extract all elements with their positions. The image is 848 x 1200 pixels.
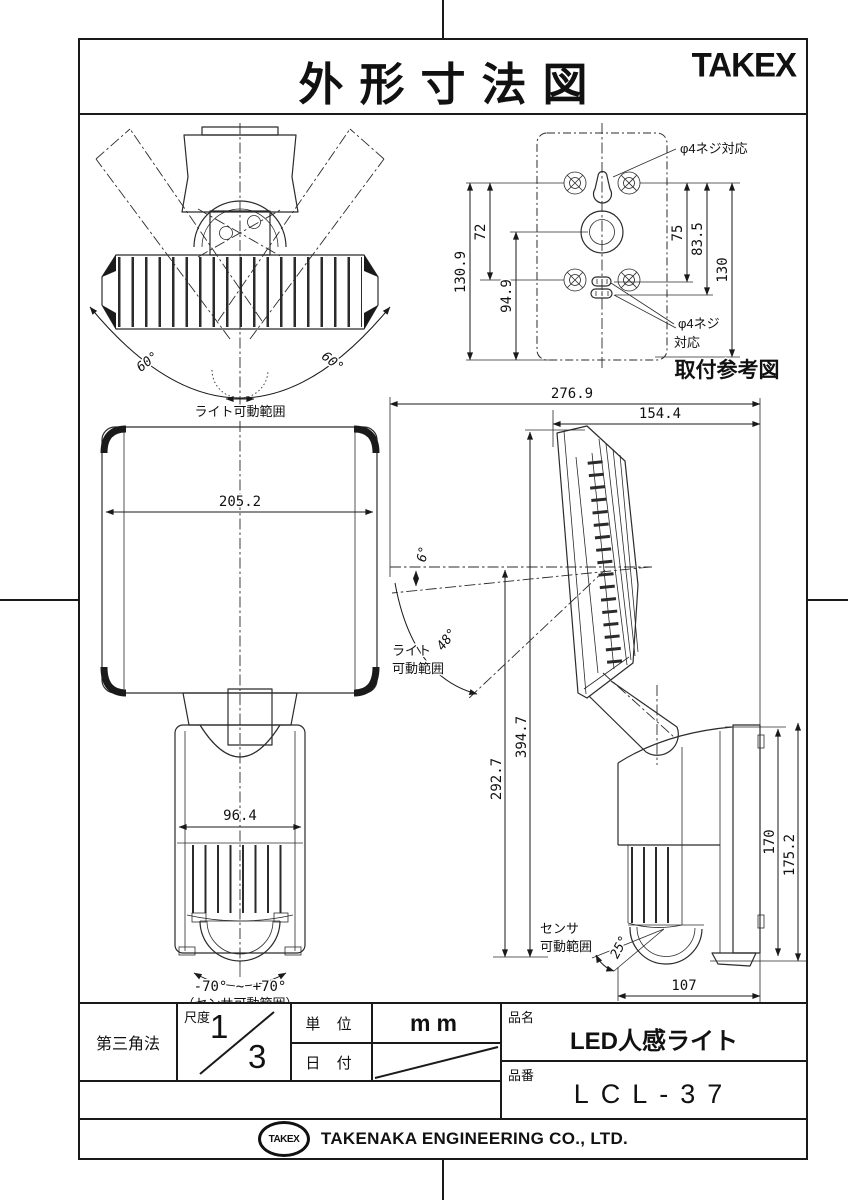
unit-value-cell: mm [373,1004,500,1044]
dim-tilt-down: 48° [434,626,460,654]
part-number-label: 品番 [508,1068,535,1083]
screw-slot-1 [591,276,612,287]
title-band: 外形寸法図 TAKEX [80,40,806,115]
dim-head-depth: 154.4 [639,406,681,422]
page-title: 外形寸法図 [298,59,604,110]
side-view: 276.9 154.4 [389,385,806,1002]
dim-mount-right-outer: 130 [715,257,731,282]
company-name: TAKENAKA ENGINEERING CO., LTD. [320,1129,629,1148]
date-blank-slash [374,1046,499,1079]
scale-cell: 尺度 1 3 [178,1004,292,1082]
register-mark-bottom [442,1158,444,1200]
dim-tilt-up: 6° [415,545,433,563]
screw-slot-2 [590,288,613,299]
product-name-label: 品名 [508,1010,535,1025]
dim-body-h2: 175.2 [782,834,798,876]
takex-oval-logo: TAKEX [257,1121,310,1157]
dim-body-depth: 107 [671,978,696,994]
sensor-range-label-1: センサ [540,921,579,936]
dim-mount-right-inner: 75 [670,225,686,242]
dim-total-height: 394.7 [514,716,530,758]
footer-band: TAKEX TAKENAKA ENGINEERING CO., LTD. [80,1120,806,1158]
register-mark-left [0,599,80,601]
register-mark-right [806,599,848,601]
front-view: 205.2 96.4 -70° ~ +70° [100,421,380,1002]
projection-label: 第三角法 [95,1036,160,1053]
dim-body-h1: 170 [762,829,778,854]
screw-note-bottom-1: φ4ネジ [678,316,720,331]
product-name-cell: 品名 LED人感ライト [500,1004,806,1062]
top-caption: ライト可動範囲 [194,404,285,419]
top-angle-left: 60° [134,349,162,375]
light-range-label-1: ライト [392,643,431,658]
keyhole-slot [592,170,613,204]
scale-label: 尺度 [184,1010,211,1025]
top-view: 60° 60° ライト可動範囲 [89,123,391,421]
screw-note-top: φ4ネジ対応 [680,141,748,156]
dim-mount-left-mid: 72 [473,224,489,241]
unit-value: mm [410,1009,463,1036]
sheet-frame: 外形寸法図 TAKEX [78,38,808,1160]
date-label: 日 付 [305,1054,358,1072]
dim-total-depth: 276.9 [551,386,593,402]
scale-slash [199,1011,275,1075]
projection-cell: 第三角法 [80,1004,178,1082]
unit-label-cell: 単 位 [292,1004,373,1044]
part-number-value: LCL-37 [573,1079,735,1109]
product-name-value: LED人感ライト [570,1028,738,1055]
date-label-cell: 日 付 [292,1044,373,1082]
takex-logo: TAKEX [691,45,797,84]
sensor-range-label-2: 可動範囲 [540,939,592,954]
dim-pivot-height: 292.7 [489,758,505,800]
dim-mount-left-outer: 130.9 [453,251,469,293]
dim-head-width: 205.2 [219,494,261,510]
sensor-range-label: -70° ~ +70° [194,979,287,995]
date-value-cell [373,1044,500,1082]
light-range-label-2: 可動範囲 [392,661,444,676]
screw-note-bottom-2: 対応 [674,335,700,350]
drawing-area: 60° 60° ライト可動範囲 205.2 [89,123,806,1002]
mount-view: 130.9 72 94.9 75 83.5 130 φ4ネジ対応 φ4ネジ 対応… [452,123,781,384]
scale-denominator: 3 [248,1038,267,1075]
mount-view-title: 取付参考図 [675,358,780,382]
title-block: 第三角法 尺度 1 3 単 位 mm 日 付 [80,1002,806,1120]
dim-mount-right-mid: 83.5 [690,222,706,256]
blank-cell [80,1082,500,1118]
register-mark-top [442,0,444,40]
dim-body-width: 96.4 [223,808,257,824]
top-angle-right: 60° [318,349,346,375]
scale-numerator: 1 [210,1008,229,1045]
unit-label: 単 位 [305,1015,358,1033]
takex-oval-text: TAKEX [268,1133,300,1145]
part-number-cell: 品番 LCL-37 [500,1062,806,1118]
dim-sensor-tilt: 25° [608,933,632,961]
dim-mount-left-inner: 94.9 [499,279,515,313]
